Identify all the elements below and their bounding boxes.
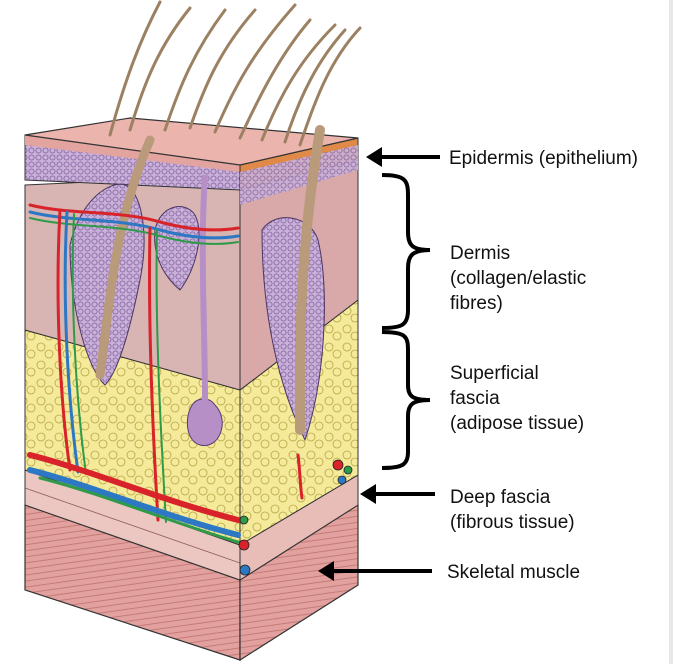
label-superficial-fascia-line-2: fascia: [450, 388, 500, 409]
label-skeletal-muscle: Skeletal muscle: [447, 562, 581, 583]
label-superficial-fascia-line-3: (adipose tissue): [450, 413, 585, 434]
label-epidermis: Epidermis (epithelium): [449, 148, 639, 169]
annotation-pointers: [318, 147, 440, 581]
vessel-cross-sections: [238, 459, 353, 576]
blood-vessels: [27, 203, 304, 544]
label-superficial-fascia: Superficial fascia (adipose tissue): [450, 361, 584, 436]
hair-follicles: [69, 125, 325, 446]
label-dermis: Dermis (collagen/elastic fibres): [450, 241, 586, 316]
label-dermis-line-1: Dermis: [450, 243, 511, 264]
label-deep-fascia-line-1: Deep fascia: [450, 487, 551, 508]
label-deep-fascia: Deep fascia (fibrous tissue): [450, 485, 575, 535]
front-face: [24, 134, 241, 661]
hairs: [108, 0, 362, 147]
label-deep-fascia-line-2: (fibrous tissue): [450, 512, 575, 533]
superficial-fascia-brace: [381, 330, 431, 470]
label-dermis-line-3: fibres): [450, 293, 503, 314]
dermis-brace: [381, 173, 431, 330]
skin-surface-top: [24, 117, 359, 166]
window-edge: [669, 0, 673, 664]
label-superficial-fascia-line-1: Superficial: [450, 363, 539, 384]
label-dermis-line-2: (collagen/elastic: [450, 268, 587, 289]
